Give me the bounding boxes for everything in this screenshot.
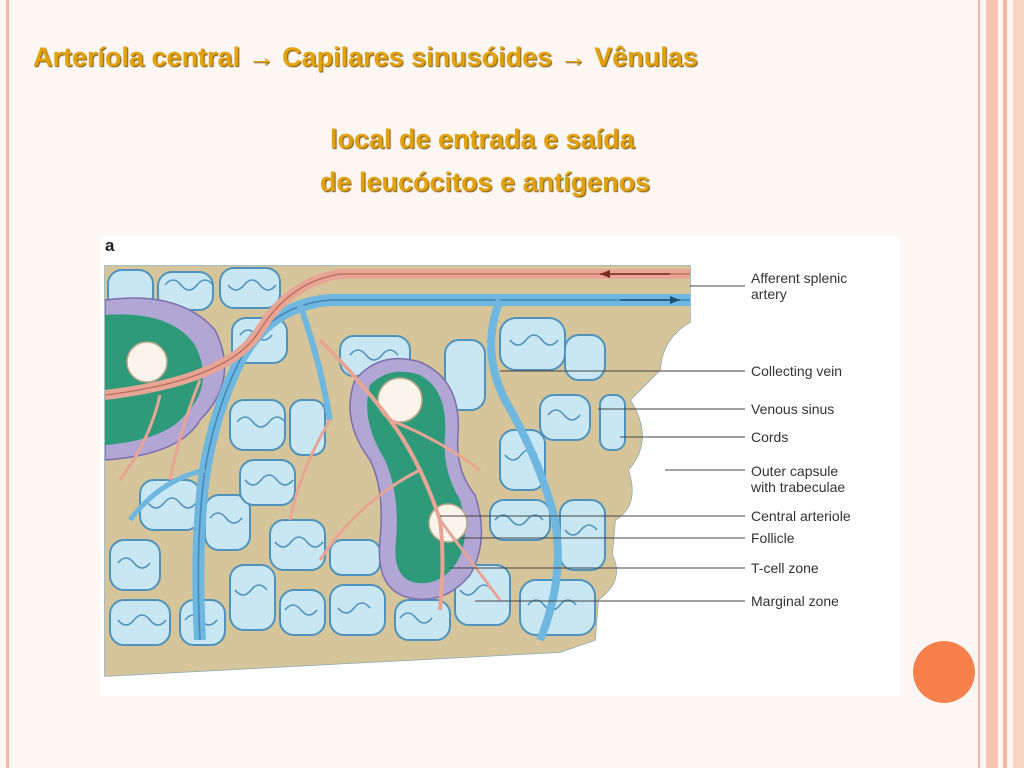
right-frame-stripe bbox=[1003, 0, 1007, 768]
slide-title: Arteríola central → Capilares sinusóides… bbox=[33, 42, 698, 72]
left-frame-stripe bbox=[6, 0, 9, 768]
label-outer-line2: with trabeculae bbox=[751, 479, 846, 495]
decorative-orange-circle bbox=[913, 641, 975, 703]
venous-sinus-lobules bbox=[107, 267, 626, 646]
venous-flow-arrowhead bbox=[670, 296, 680, 304]
germinal-center-left bbox=[126, 341, 168, 383]
label-leader-lines bbox=[440, 285, 745, 602]
spleen-diagram bbox=[100, 236, 900, 696]
label-central-arteriole: Central arteriole bbox=[751, 508, 851, 524]
label-marginal-zone: Marginal zone bbox=[751, 593, 839, 609]
label-outer-line1: Outer capsule bbox=[751, 463, 839, 479]
spleen-diagram-svg bbox=[104, 265, 745, 677]
label-t-cell-zone: T-cell zone bbox=[751, 560, 819, 576]
figure-panel-letter: a bbox=[105, 236, 115, 255]
vein-network bbox=[128, 294, 690, 642]
slide-subtitle-line1: local de entrada e saída bbox=[330, 124, 635, 154]
slide-subtitle-line2: de leucócitos e antígenos bbox=[320, 167, 651, 197]
label-afferent-line2: artery bbox=[751, 286, 787, 302]
label-venous-sinus: Venous sinus bbox=[751, 401, 835, 417]
right-frame-stripe bbox=[978, 0, 980, 768]
right-frame-band bbox=[986, 0, 998, 768]
sinus-detail-lines bbox=[117, 279, 598, 626]
right-frame-band bbox=[1013, 0, 1024, 768]
label-afferent-line1: Afferent splenic bbox=[751, 270, 848, 286]
label-afferent-artery: Afferent splenic artery bbox=[751, 270, 847, 302]
arterial-flow-arrowhead bbox=[600, 270, 610, 278]
artery-network bbox=[105, 269, 690, 611]
label-collecting-vein: Collecting vein bbox=[751, 363, 843, 379]
germinal-center-upper bbox=[377, 377, 423, 423]
label-cords: Cords bbox=[751, 429, 789, 445]
label-outer-capsule: Outer capsule with trabeculae bbox=[751, 463, 845, 495]
label-follicle: Follicle bbox=[751, 530, 795, 546]
